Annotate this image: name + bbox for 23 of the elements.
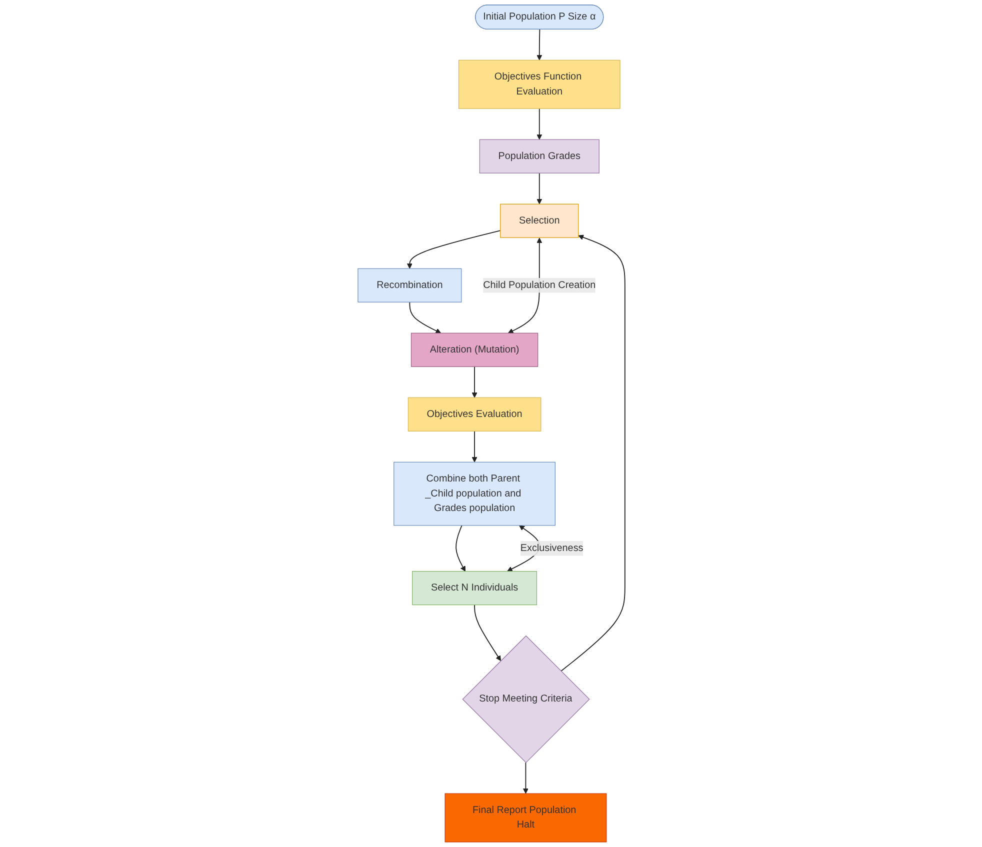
node-box: Recombination: [357, 268, 462, 302]
arrow: [522, 762, 528, 794]
arrow: [406, 230, 500, 269]
node-box: Population Grades: [478, 139, 599, 174]
node-box: Objectives Function Evaluation: [458, 60, 620, 109]
arrow: [474, 604, 501, 662]
node-box: Combine both Parent _Child population and Grades population: [393, 462, 556, 526]
arrow: [471, 430, 477, 462]
arrow: [455, 524, 466, 572]
node-box: Select N Individuals: [412, 571, 537, 606]
node-diamond: Stop Meeting Criteria: [462, 635, 590, 764]
arrow: [536, 108, 542, 140]
node-box: Selection: [500, 204, 578, 238]
node-box: Objectives Evaluation: [407, 397, 541, 432]
edge-label: Exclusiveness: [520, 542, 583, 554]
arrow: [471, 366, 477, 398]
arrow: [536, 172, 542, 204]
arrow: [408, 302, 441, 334]
edge-label: Child Population Creation: [482, 280, 596, 290]
arrow: [560, 234, 625, 672]
node-box: Alteration (Mutation): [410, 332, 538, 367]
node-box: Final Report Population Halt: [444, 793, 606, 842]
arrow: [536, 29, 542, 60]
